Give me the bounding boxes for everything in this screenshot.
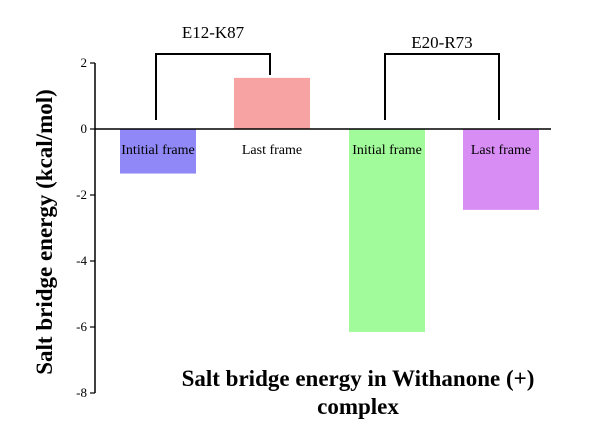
bar-2: [234, 77, 310, 129]
y-tick-label: 0: [81, 121, 88, 136]
bracket-1: [155, 53, 271, 120]
category-label-2: Last frame: [242, 143, 302, 158]
y-tick-label: -2: [76, 187, 87, 202]
category-label-4: Last frame: [471, 143, 531, 158]
y-tick-label: -4: [76, 253, 87, 268]
bar-4: [463, 129, 539, 210]
bar-1: [120, 129, 196, 174]
bars-group: [120, 77, 539, 332]
y-tick-label: -6: [76, 319, 87, 334]
y-axis-label: Salt bridge energy (kcal/mol): [32, 89, 57, 375]
category-label-3: Initial frame: [352, 143, 422, 158]
group-label-1: E12-K87: [182, 23, 245, 42]
y-ticks-group: 2 0 -2 -4 -6 -8: [76, 55, 95, 400]
group-label-2: E20-R73: [411, 33, 472, 52]
annotation-line-2: complex: [317, 394, 399, 419]
category-label-1: Intitial frame: [121, 143, 194, 158]
y-tick-label: -8: [76, 385, 87, 400]
bracket-2: [384, 53, 500, 120]
y-tick-label: 2: [81, 55, 88, 70]
annotation-line-1: Salt bridge energy in Withanone (+): [182, 366, 535, 391]
bar-3: [349, 129, 425, 332]
category-labels: Intitial frame Last frame Initial frame Las…: [121, 143, 531, 158]
